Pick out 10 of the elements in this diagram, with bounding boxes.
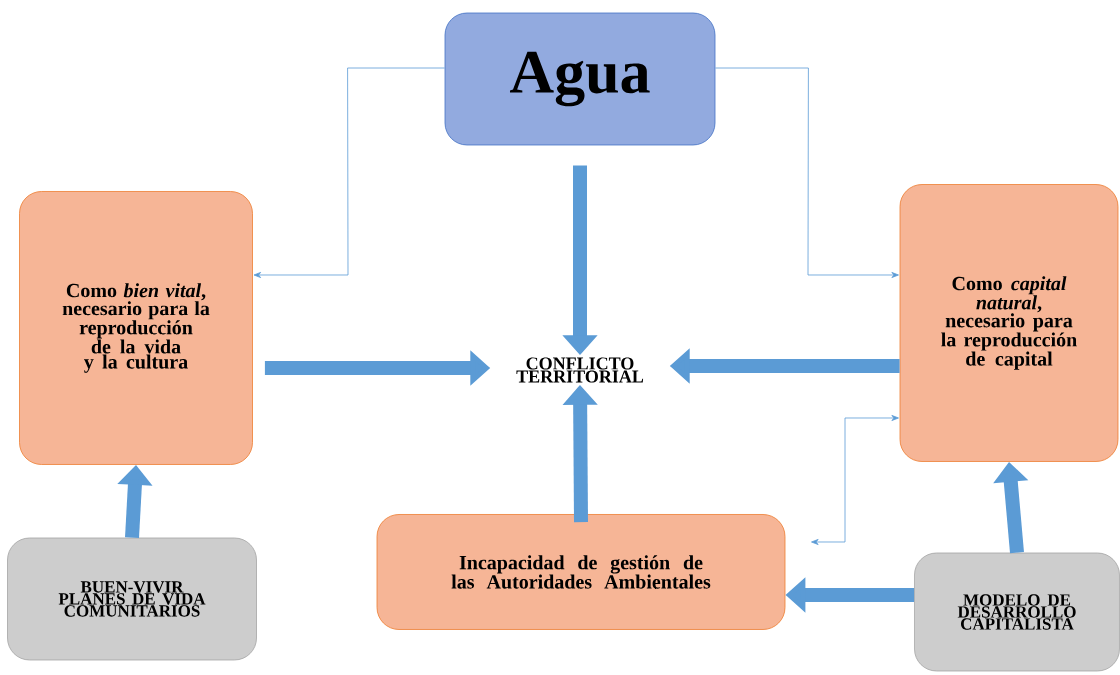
connector-arrow <box>253 67 445 278</box>
process-box: Incapacidad de gestión de las Autoridades Ambientales <box>376 514 786 630</box>
source-box: MODELO DE DESARROLLO CAPITALISTA <box>914 552 1120 672</box>
concept-box: Como bien vital, necesario para la reproducción de la vida y la cultura <box>19 191 253 465</box>
title-box: Agua <box>444 12 716 146</box>
connector-arrow <box>811 415 899 545</box>
source-box: BUEN-VIVIR PLANES DE VIDA COMUNITARIOS <box>7 537 257 661</box>
connector-arrow <box>715 67 899 278</box>
concept-box: Como capital natural, necesario para la reproducción de capital <box>899 184 1119 462</box>
center-text: CONFLICTO TERRITORIAL <box>516 357 644 383</box>
